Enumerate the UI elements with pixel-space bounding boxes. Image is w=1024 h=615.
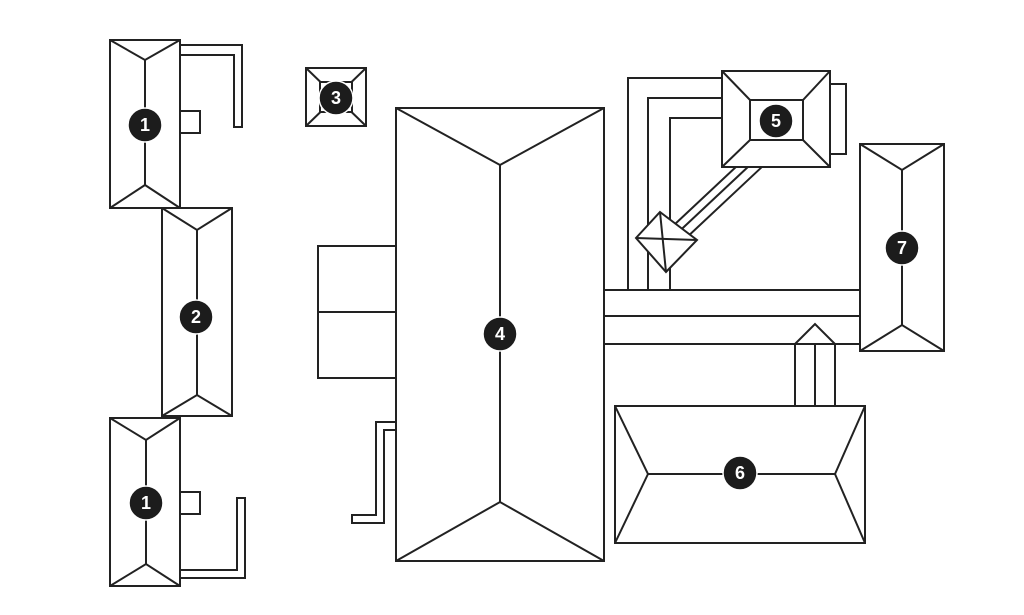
marker-building-7: 7 <box>884 230 920 266</box>
building-1-top-porch <box>179 110 201 134</box>
marker-label: 3 <box>331 88 341 108</box>
marker-building-4: 4 <box>482 316 518 352</box>
marker-building-1-top: 1 <box>127 107 163 143</box>
marker-label: 4 <box>495 324 505 344</box>
building-4-steps <box>351 421 396 524</box>
building-1-bottom-porch <box>179 491 201 515</box>
marker-label: 7 <box>897 238 907 258</box>
marker-building-5: 5 <box>758 103 794 139</box>
marker-building-6: 6 <box>722 455 758 491</box>
building-1-top-fence <box>180 44 243 128</box>
building-1-bottom-fence <box>180 497 246 579</box>
building-5-annex <box>829 83 847 155</box>
marker-label: 5 <box>771 111 781 131</box>
marker-building-3: 3 <box>318 80 354 116</box>
marker-building-1-bottom: 1 <box>128 485 164 521</box>
marker-label: 1 <box>141 493 151 513</box>
marker-building-2: 2 <box>178 299 214 335</box>
building-6 <box>614 405 866 544</box>
walkway-to-5 <box>627 77 722 290</box>
walkways <box>603 77 861 407</box>
marker-label: 1 <box>140 115 150 135</box>
building-4 <box>317 107 605 562</box>
marker-label: 6 <box>735 463 745 483</box>
marker-label: 2 <box>191 307 201 327</box>
